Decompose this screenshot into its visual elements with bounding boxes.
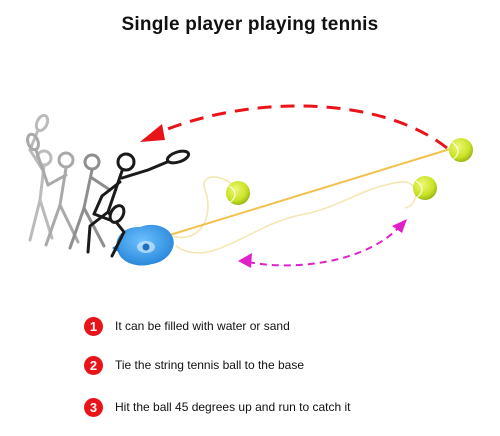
tennis-ball-icon <box>413 176 437 200</box>
tennis-balls <box>226 138 473 205</box>
feature-item-1: 1 It can be filled with water or sand <box>84 316 290 336</box>
feature-item-2: 2 Tie the string tennis ball to the base <box>84 355 304 375</box>
return-arc-arrow <box>140 104 448 150</box>
feature-text: Tie the string tennis ball to the base <box>115 358 304 372</box>
feature-text: It can be filled with water or sand <box>115 319 290 333</box>
number-badge: 2 <box>84 355 103 375</box>
player-silhouettes <box>26 113 191 258</box>
number-badge: 3 <box>84 397 103 417</box>
number-badge: 1 <box>84 316 103 336</box>
tennis-ball-icon <box>226 181 250 205</box>
tennis-trainer-illustration <box>26 104 473 268</box>
feature-text: Hit the ball 45 degrees up and run to ca… <box>115 400 351 414</box>
tennis-ball-icon <box>449 138 473 162</box>
page-title: Single player playing tennis <box>121 14 379 35</box>
rebound-arc-arrow <box>238 219 407 268</box>
feature-item-3: 3 Hit the ball 45 degrees up and run to … <box>84 397 350 417</box>
trainer-base-icon <box>112 224 174 266</box>
tennis-string <box>159 145 461 254</box>
